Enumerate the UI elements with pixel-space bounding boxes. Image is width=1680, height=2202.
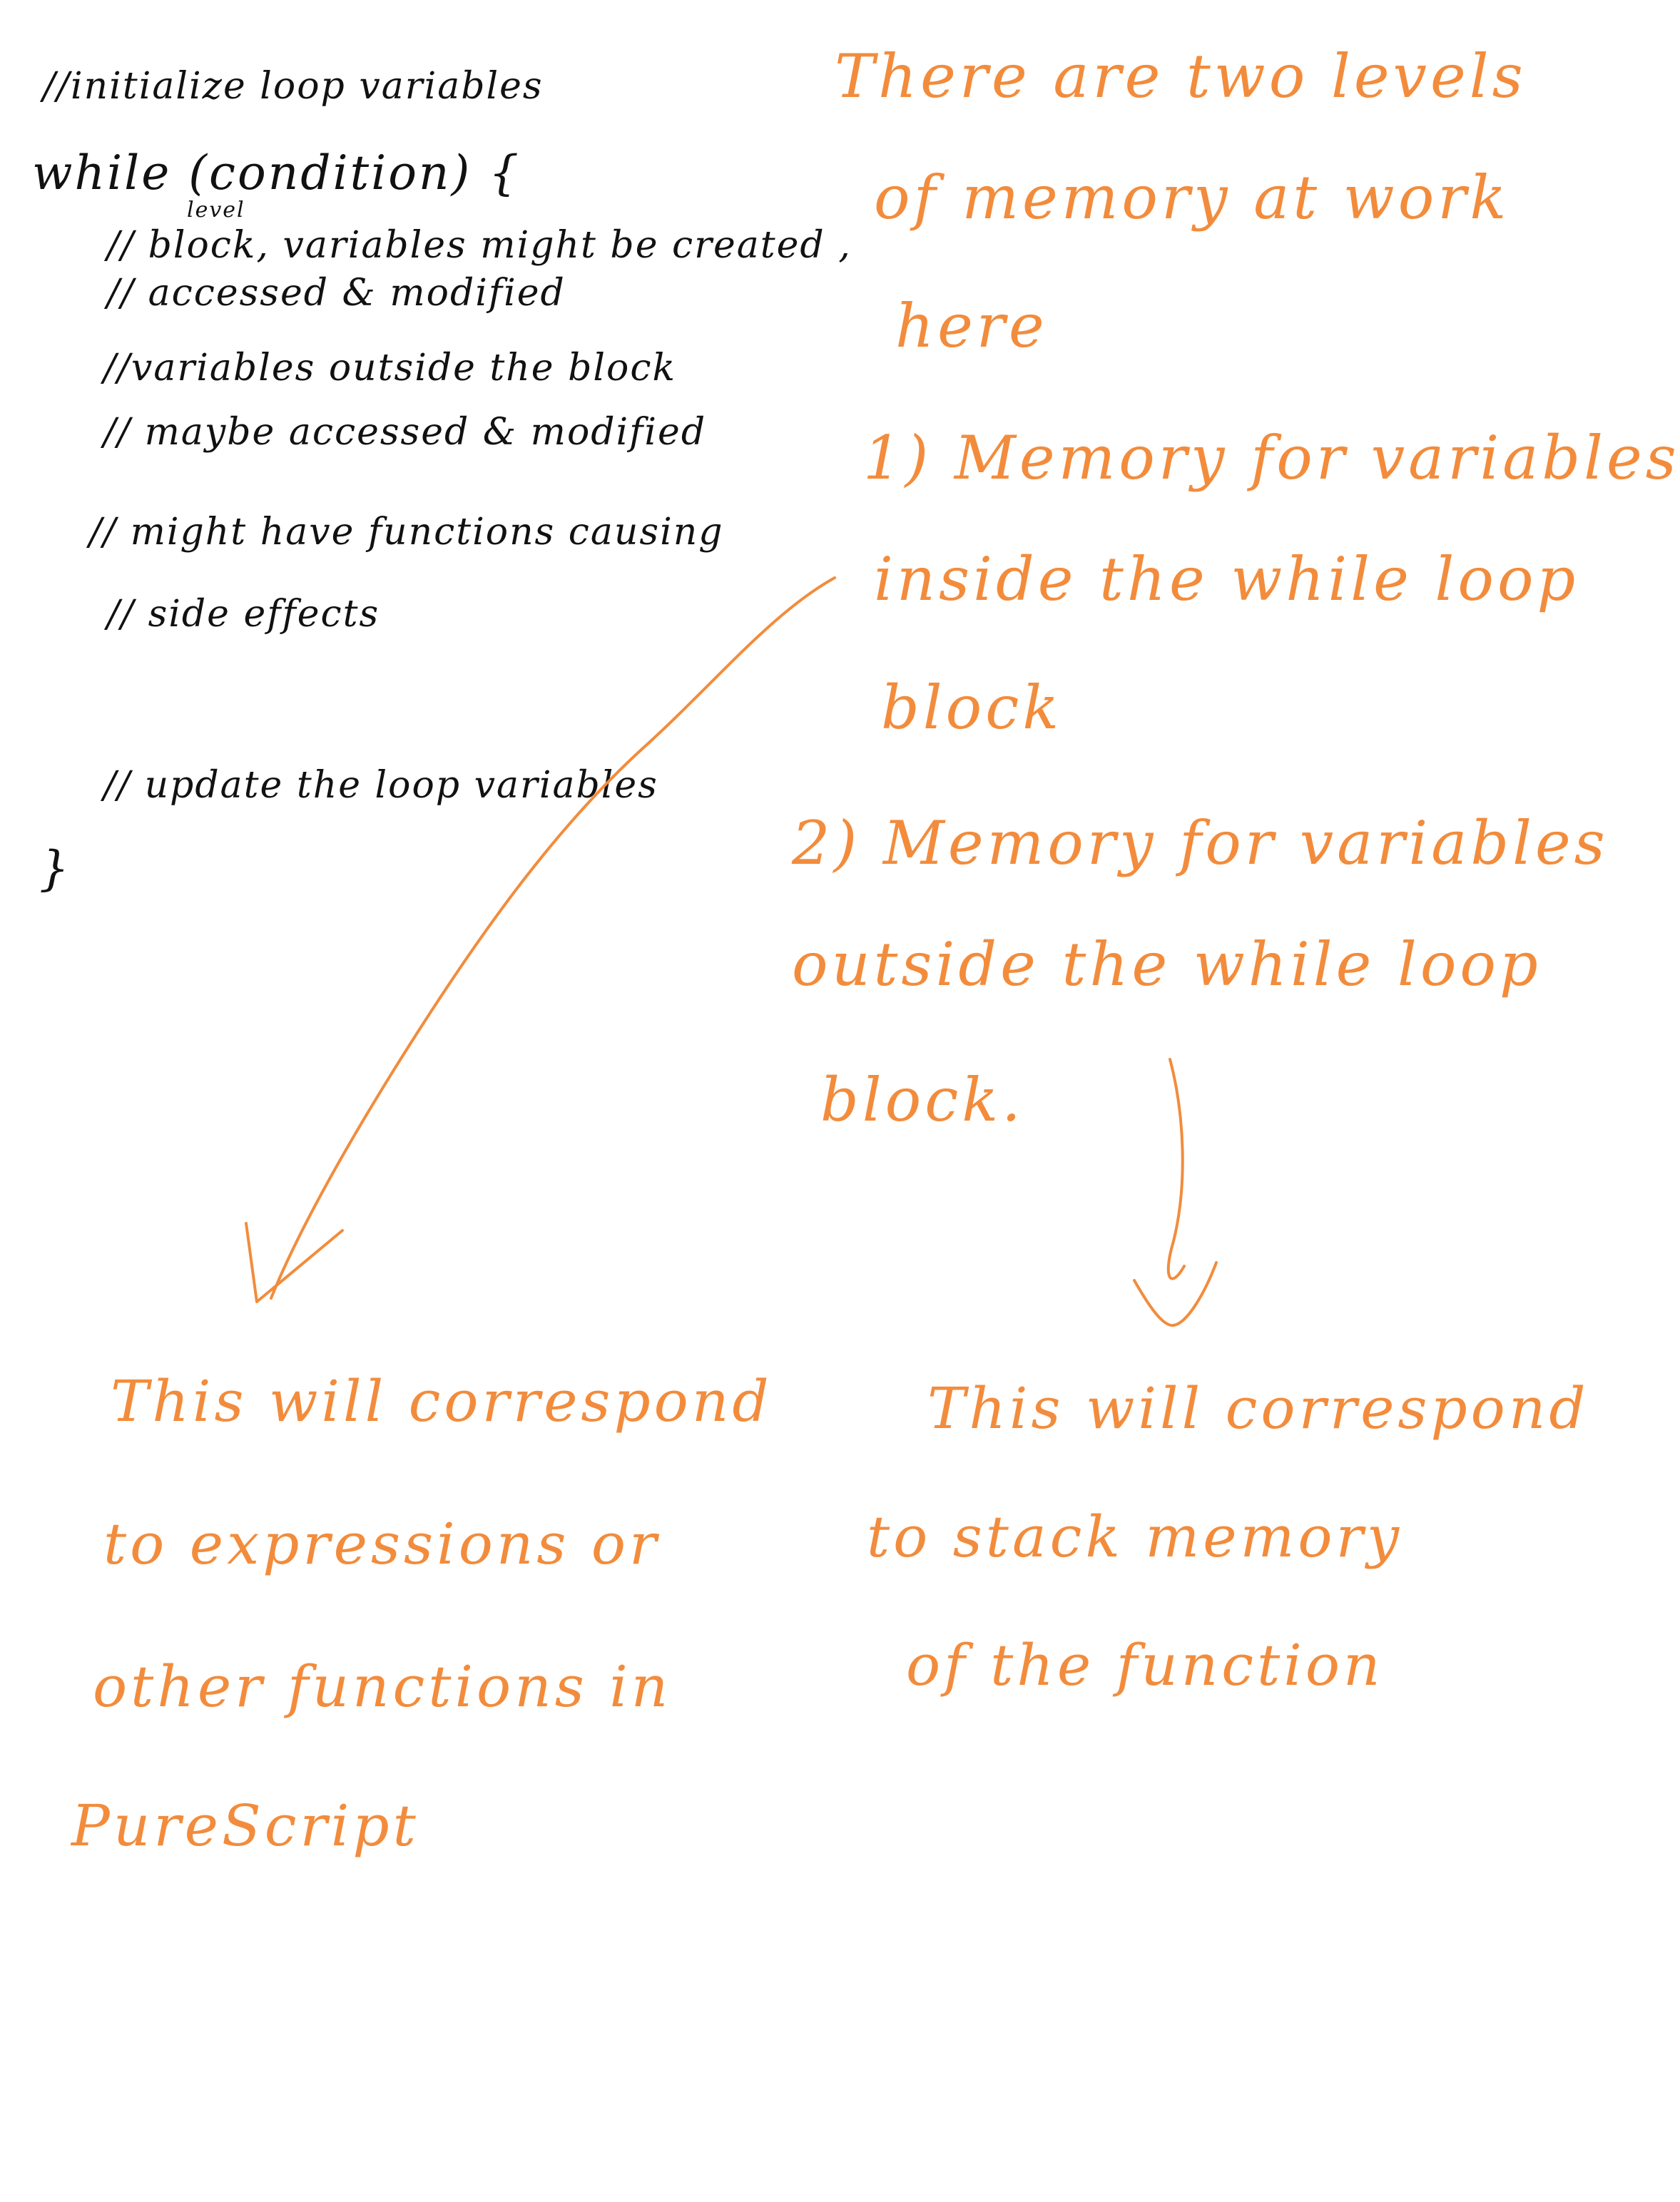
functions-comment-1: // might have functions causing xyxy=(89,511,724,554)
while-line: while (condition) { xyxy=(32,146,521,200)
handwritten-note-page: //initialize loop variables while (condi… xyxy=(32,41,1676,1859)
right-conclusion-line-1: This will correspond xyxy=(927,1375,1589,1442)
memory-point-1-line-1: 1) Memory for variables xyxy=(863,423,1680,493)
left-conclusion-line-4: PureScript xyxy=(71,1793,419,1859)
memory-point-2-line-1: 2) Memory for variables xyxy=(792,808,1609,878)
right-arrow-head xyxy=(1133,1261,1218,1327)
right-arrow xyxy=(1166,1058,1186,1280)
update-comment: // update the loop variables xyxy=(103,764,658,807)
left-arrow-head xyxy=(245,1222,344,1303)
arrows-layer xyxy=(245,576,1218,1327)
left-conclusion-line-3: other functions in xyxy=(93,1653,672,1720)
memory-note-line-2: of memory at work xyxy=(874,163,1510,233)
memory-point-1-line-3: block xyxy=(881,673,1063,743)
outside-vars-comment-2: // maybe accessed & modified xyxy=(103,411,707,454)
init-comment: //initialize loop variables xyxy=(43,65,544,108)
functions-comment-2: // side effects xyxy=(107,593,380,636)
outside-vars-comment-1: //variables outside the block xyxy=(103,347,676,389)
level-insertion-note: level xyxy=(187,198,245,223)
closing-brace: } xyxy=(39,841,71,896)
memory-point-2-line-3: block. xyxy=(820,1065,1024,1135)
memory-point-2-line-2: outside the while loop xyxy=(792,929,1542,999)
memory-note-line-3: here xyxy=(895,291,1048,361)
block-vars-comment-2: // accessed & modified xyxy=(107,272,566,315)
left-conclusion-line-2: to expressions or xyxy=(103,1511,661,1577)
memory-note-line-1: There are two levels xyxy=(835,41,1527,111)
right-conclusion-line-2: to stack memory xyxy=(867,1504,1403,1570)
left-conclusion-line-1: This will correspond xyxy=(111,1368,773,1434)
block-vars-comment-1: // block, variables might be created , xyxy=(107,224,852,267)
memory-point-1-line-2: inside the while loop xyxy=(874,544,1579,614)
right-conclusion-line-3: of the function xyxy=(906,1632,1384,1698)
left-arrow xyxy=(270,576,836,1300)
